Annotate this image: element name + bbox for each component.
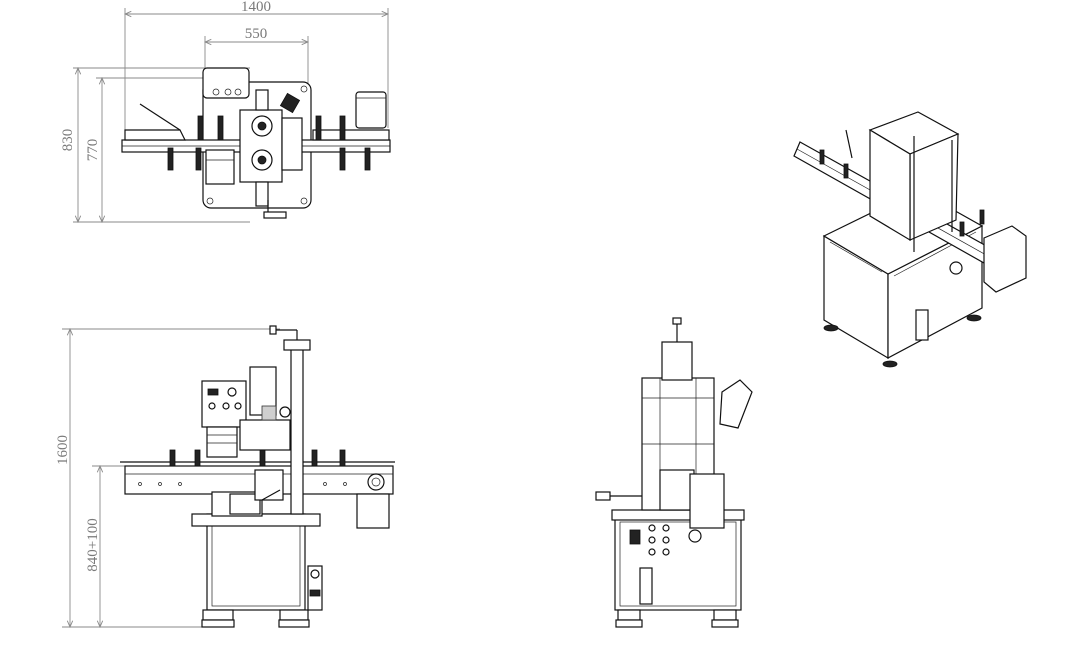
iso-side-box: [983, 225, 1027, 293]
dim-label-1600: 1600: [55, 435, 71, 465]
side-display-panel: [719, 379, 753, 429]
dim-label-770: 770: [85, 139, 101, 162]
dim-table-height: 840+100: [85, 466, 128, 627]
top-label-roll: [355, 91, 387, 129]
dim-overall-height: 1600: [55, 329, 280, 627]
side-view: [595, 317, 753, 628]
top-view: 1400 550 830 770: [60, 0, 391, 222]
top-capping-head: [239, 109, 283, 183]
dim-label-840-100: 840+100: [85, 518, 101, 571]
front-hopper: [356, 493, 390, 529]
top-control-box: [202, 67, 250, 99]
dim-overall-width: 1400: [125, 0, 388, 130]
front-view: 1600 840+100: [55, 325, 395, 627]
dim-label-550: 550: [245, 26, 268, 42]
dim-label-830: 830: [60, 129, 76, 152]
dim-label-1400: 1400: [241, 0, 271, 15]
front-cabinet: [206, 513, 306, 611]
front-column: [290, 343, 304, 515]
isometric-view: [793, 111, 1027, 368]
dim-inner-depth: 770: [85, 78, 215, 222]
